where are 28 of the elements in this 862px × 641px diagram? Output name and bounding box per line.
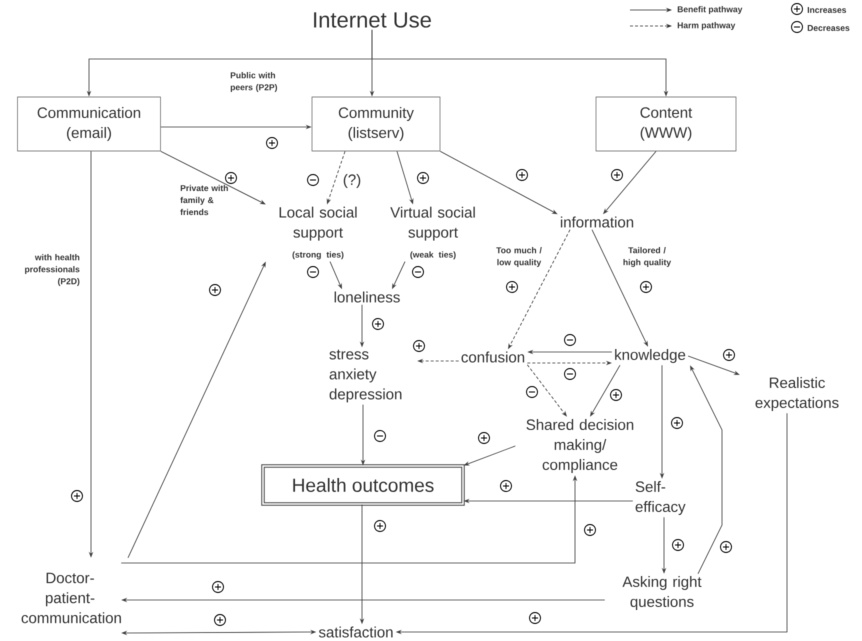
factor-label: loneliness [334, 292, 400, 302]
factor-label: Realistic expectations [756, 377, 839, 411]
factor-label: information [560, 216, 634, 228]
edge-label: Tailored / high quality [624, 247, 672, 267]
factor-label: Shared decision making/ compliance [526, 419, 634, 473]
factor-label: Doctor- patient- communication [22, 572, 121, 624]
channel-box: Communication (email) [17, 96, 161, 152]
edge-label: Private with family & friends [180, 184, 228, 216]
edge-label: with health professionals (P2D) [25, 254, 80, 286]
legend-text: Harm pathway [678, 22, 736, 30]
factor-label: Virtual social support (weak ties) [390, 206, 475, 260]
title-text: Internet Use [314, 12, 431, 28]
edge-label: (?) [344, 174, 360, 188]
factor-label: Self- efficacy [636, 481, 686, 515]
legend-text: Increases [808, 7, 846, 13]
factor-label: knowledge [615, 349, 686, 363]
factor-label: Asking right questions [622, 576, 702, 610]
channel-box: Community (listserv) [312, 96, 440, 152]
factor-label: Local social support (strong ties) [280, 206, 357, 260]
channel-box: Content (WWW) [596, 96, 736, 152]
legend-text: Benefit pathway [678, 6, 742, 14]
factor-label: confusion [462, 352, 524, 362]
factor-label: satisfaction [318, 626, 393, 638]
edge-label: Too much / low quality [496, 247, 542, 267]
outcome-box: Health outcomes [261, 464, 465, 506]
factor-label: stress anxiety depression [329, 350, 402, 402]
legend-text: Decreases [808, 25, 850, 31]
edge-label: Public with peers (P2P) [230, 72, 277, 92]
